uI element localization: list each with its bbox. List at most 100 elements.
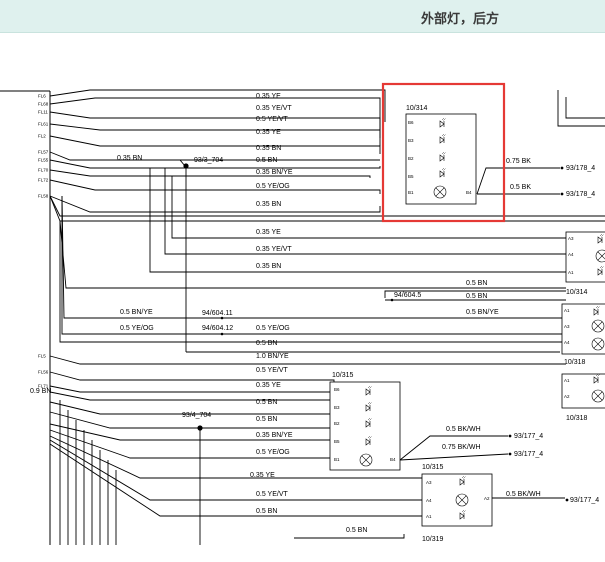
svg-text:B3: B3: [334, 405, 340, 410]
svg-text:0.35 BN/YE: 0.35 BN/YE: [256, 169, 293, 176]
component-10-314-b[interactable]: A3 A4 A1 10/314: [565, 231, 605, 296]
svg-text:B1: B1: [334, 457, 340, 462]
svg-text:0.5 BN: 0.5 BN: [256, 416, 277, 423]
svg-text:A4: A4: [564, 340, 570, 345]
svg-text:0.5 BN: 0.5 BN: [256, 157, 277, 164]
left-pin-label: FL2: [38, 134, 46, 139]
component-10-314-a[interactable]: 10/314 B6 B3 B2 B5 B1 B4: [405, 105, 477, 205]
left-pin-label: FL72: [38, 178, 49, 183]
left-pin-label: FL61: [38, 122, 49, 127]
component-10-318-b[interactable]: A1 A2 10/318: [561, 373, 605, 422]
svg-text:0.5 BN/YE: 0.5 BN/YE: [120, 309, 153, 316]
component-10-315-b[interactable]: 10/315 A3 A4 A1 A2: [421, 464, 493, 527]
svg-text:0.35 BN: 0.35 BN: [256, 263, 281, 270]
svg-text:A2: A2: [484, 496, 490, 501]
component-label: 10/314: [406, 105, 428, 112]
svg-text:0.5 YE/VT: 0.5 YE/VT: [256, 367, 289, 374]
svg-text:94/604.11: 94/604.11: [202, 310, 233, 317]
svg-text:0.5 YE/OG: 0.5 YE/OG: [256, 325, 290, 332]
svg-text:A3: A3: [564, 324, 570, 329]
svg-text:0.35 YE: 0.35 YE: [256, 93, 281, 100]
svg-text:B2: B2: [334, 421, 340, 426]
svg-text:A1: A1: [564, 378, 570, 383]
left-pin-label: FL5: [38, 354, 46, 359]
svg-text:93/3_704: 93/3_704: [194, 157, 223, 164]
svg-text:B4: B4: [466, 190, 472, 195]
svg-text:0.5 BN: 0.5 BN: [256, 340, 277, 347]
svg-text:10/315: 10/315: [332, 372, 354, 379]
svg-text:B5: B5: [408, 174, 414, 179]
svg-text:93/178_4: 93/178_4: [566, 191, 595, 198]
svg-text:0.5 BN/YE: 0.5 BN/YE: [466, 309, 499, 316]
svg-text:93/178_4: 93/178_4: [566, 165, 595, 172]
junction-labels: 93/3_704 94/604.11 94/604.12 94/604.5 93…: [182, 157, 421, 419]
svg-text:10/314: 10/314: [566, 289, 588, 296]
left-pin-label: FL55: [38, 158, 49, 163]
svg-text:93/177_4: 93/177_4: [570, 497, 599, 504]
svg-text:10/315: 10/315: [422, 464, 444, 471]
svg-text:0.35 YE/VT: 0.35 YE/VT: [256, 246, 292, 253]
svg-text:A1: A1: [564, 308, 570, 313]
svg-text:0.35 BN: 0.35 BN: [256, 145, 281, 152]
svg-text:0.5 YE/OG: 0.5 YE/OG: [120, 325, 154, 332]
svg-text:0.5 BK/WH: 0.5 BK/WH: [506, 491, 541, 498]
svg-text:B5: B5: [334, 439, 340, 444]
svg-text:0.5 YE/OG: 0.5 YE/OG: [256, 183, 290, 190]
component-10-315-a[interactable]: 10/315 B6 B3 B2 B5 B1 B4: [329, 372, 401, 471]
left-pin-label: FL70: [38, 168, 49, 173]
svg-text:0.35 BN: 0.35 BN: [117, 155, 142, 162]
svg-text:A4: A4: [568, 252, 574, 257]
left-pin-label: FL68: [38, 102, 49, 107]
svg-text:B6: B6: [334, 387, 340, 392]
header-bar: 外部灯，后方: [0, 0, 605, 33]
component-10-318-a[interactable]: A1 A3 A4 10/318: [561, 303, 605, 366]
svg-text:0.5 BK: 0.5 BK: [510, 184, 531, 191]
svg-text:0.35 YE: 0.35 YE: [256, 229, 281, 236]
svg-text:0.5 BN: 0.5 BN: [256, 508, 277, 515]
left-pin-label: FL71: [38, 384, 49, 389]
svg-text:B3: B3: [408, 138, 414, 143]
svg-text:93/177_4: 93/177_4: [514, 451, 543, 458]
left-pin-label: FL6: [38, 94, 46, 99]
svg-text:0.35 YE: 0.35 YE: [256, 129, 281, 136]
svg-text:93/4_704: 93/4_704: [182, 412, 211, 419]
svg-text:B2: B2: [408, 156, 414, 161]
svg-text:0.35 YE/VT: 0.35 YE/VT: [256, 105, 292, 112]
svg-text:0.35 BN/YE: 0.35 BN/YE: [256, 432, 293, 439]
svg-text:0.5 BK/WH: 0.5 BK/WH: [446, 426, 481, 433]
svg-text:A4: A4: [426, 498, 432, 503]
svg-text:A3: A3: [426, 480, 432, 485]
svg-text:0.5 BN: 0.5 BN: [256, 399, 277, 406]
highlight-frame: [381, 82, 506, 223]
component-10-319-label: 10/319: [422, 536, 444, 543]
svg-text:94/604.12: 94/604.12: [202, 325, 233, 332]
left-pin-label: FL57: [38, 150, 49, 155]
svg-text:0.75 BK/WH: 0.75 BK/WH: [442, 444, 481, 451]
svg-text:0.5 YE/VT: 0.5 YE/VT: [256, 116, 289, 123]
svg-text:0.5 BN: 0.5 BN: [466, 280, 487, 287]
svg-text:B1: B1: [408, 190, 414, 195]
svg-text:1.0 BN/YE: 1.0 BN/YE: [256, 353, 289, 360]
left-connector: FL6FL68FL11FL61FL2FL57FL55FL70FL72FL58FL…: [0, 90, 51, 545]
svg-text:A1: A1: [426, 514, 432, 519]
svg-text:0.5 YE/VT: 0.5 YE/VT: [256, 491, 289, 498]
svg-text:94/604.5: 94/604.5: [394, 292, 421, 299]
left-pin-label: FL11: [38, 110, 48, 115]
svg-text:10/318: 10/318: [564, 359, 586, 366]
left-pin-label: FL56: [38, 370, 49, 375]
ground-ref-labels: 93/178_4 93/178_4 93/177_4 93/177_4 93/1…: [514, 165, 599, 504]
svg-text:0.5 BN: 0.5 BN: [346, 527, 367, 534]
svg-text:0.35 BN: 0.35 BN: [256, 201, 281, 208]
svg-text:0.35 YE: 0.35 YE: [250, 472, 275, 479]
svg-text:A1: A1: [568, 270, 574, 275]
svg-text:0.5 BN: 0.5 BN: [466, 293, 487, 300]
svg-text:B4: B4: [390, 457, 396, 462]
svg-text:0.5 YE/OG: 0.5 YE/OG: [256, 449, 290, 456]
svg-text:A3: A3: [568, 236, 574, 241]
svg-text:B6: B6: [408, 120, 414, 125]
svg-text:93/177_4: 93/177_4: [514, 433, 543, 440]
junction-dot: [183, 163, 189, 169]
upper-wires: [49, 89, 605, 353]
svg-text:0.9 BN: 0.9 BN: [30, 388, 51, 395]
